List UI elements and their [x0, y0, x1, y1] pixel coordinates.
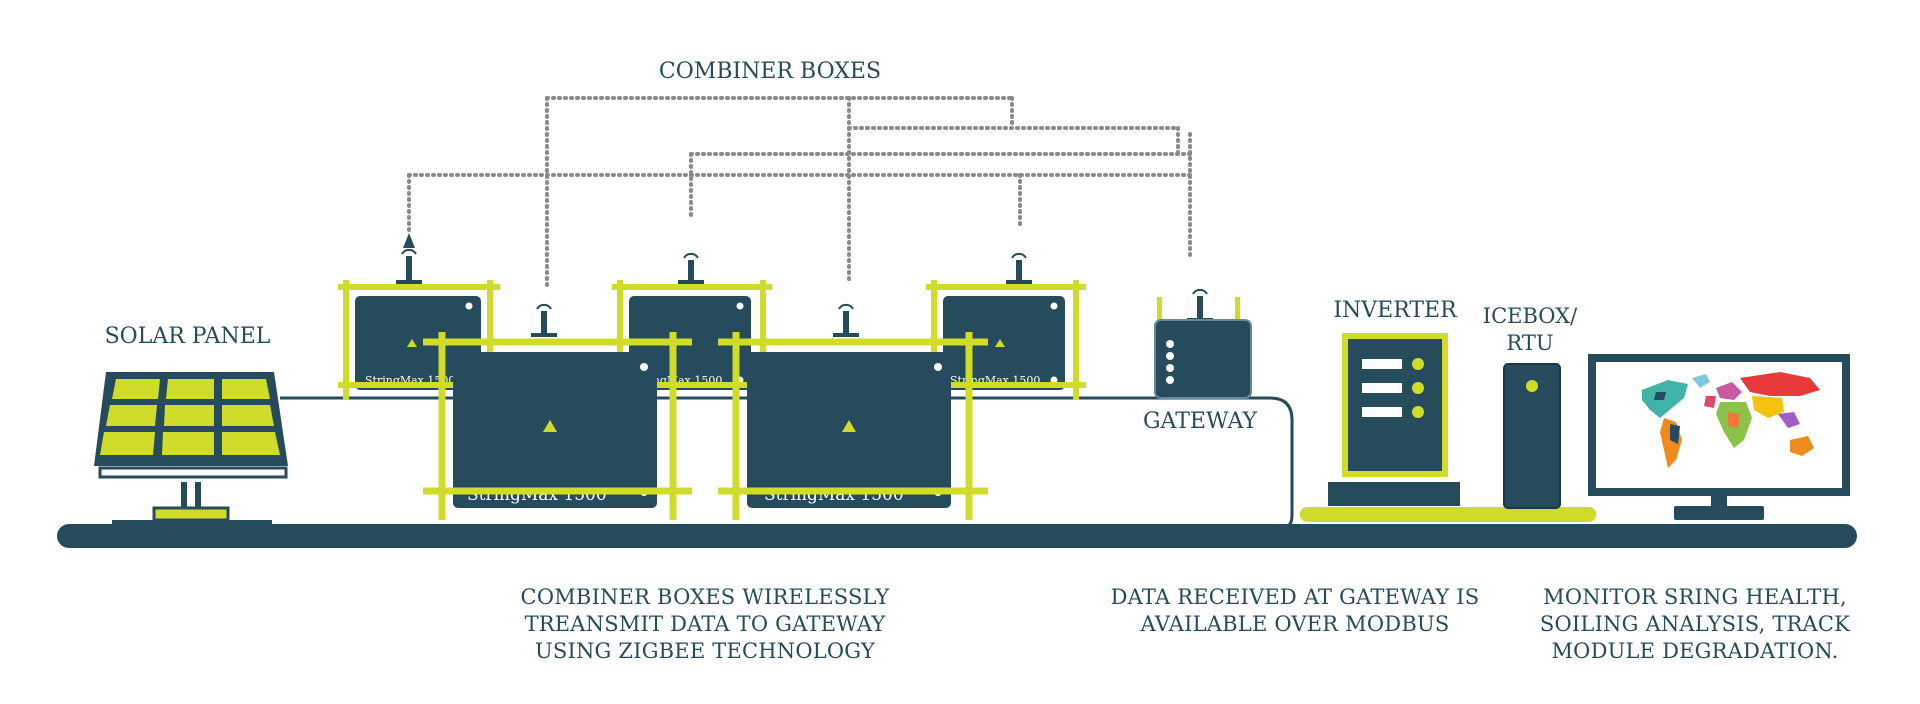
combiner-box-front-1: StringMax 1500 — [423, 303, 692, 520]
icebox-label-line-1: ICEBOX/ — [1482, 304, 1578, 328]
antenna-icon — [678, 252, 704, 284]
ground-bar — [57, 524, 1857, 548]
inverter-icon — [1328, 333, 1460, 506]
warning-triangle-icon — [842, 420, 856, 432]
caption-line: COMBINER BOXES WIRELESSLY — [520, 585, 890, 609]
caption-line: DATA RECEIVED AT GATEWAY IS — [1110, 585, 1480, 609]
rtu-tower-icon — [1503, 363, 1561, 509]
caption-monitor: MONITOR SRING HEALTH, SOILING ANALYSIS, … — [1525, 584, 1865, 665]
combiner-boxes-label: COMBINER BOXES — [658, 59, 882, 84]
caption-line: MODULE DEGRADATION. — [1551, 639, 1839, 663]
warning-triangle-icon — [995, 339, 1005, 347]
warning-triangle-icon — [407, 339, 417, 347]
antenna-icon — [396, 233, 422, 284]
caption-line: TREANSMIT DATA TO GATEWAY — [524, 612, 886, 636]
icebox-label-line-2: RTU — [1506, 331, 1554, 355]
monitor-icon — [1588, 354, 1850, 520]
inverter-label: INVERTER — [1333, 298, 1457, 323]
equipment-platform — [1300, 507, 1596, 522]
gateway-router-icon — [1154, 288, 1252, 399]
combiner-box-back-3: StringMax 1500 — [926, 280, 1086, 400]
caption-modbus: DATA RECEIVED AT GATEWAY IS AVAILABLE OV… — [1100, 584, 1490, 638]
solar-panel-icon — [94, 372, 288, 526]
warning-triangle-icon — [543, 420, 557, 432]
antenna-icon — [1006, 252, 1032, 284]
wireless-link-lines — [407, 96, 1192, 292]
icebox-rtu-label: ICEBOX/ RTU — [1470, 303, 1590, 357]
combiner-box-front-2: StringMax 1500 — [718, 303, 988, 520]
world-map-icon — [1642, 372, 1820, 468]
gateway-label: GATEWAY — [1142, 409, 1258, 434]
caption-line: MONITOR SRING HEALTH, — [1543, 585, 1847, 609]
solar-panel-label: SOLAR PANEL — [104, 324, 271, 349]
caption-line: USING ZIGBEE TECHNOLOGY — [535, 639, 875, 663]
caption-line: SOILING ANALYSIS, TRACK — [1539, 612, 1851, 636]
caption-line: AVAILABLE OVER MODBUS — [1140, 612, 1450, 636]
caption-wireless: COMBINER BOXES WIRELESSLY TREANSMIT DATA… — [500, 584, 910, 665]
